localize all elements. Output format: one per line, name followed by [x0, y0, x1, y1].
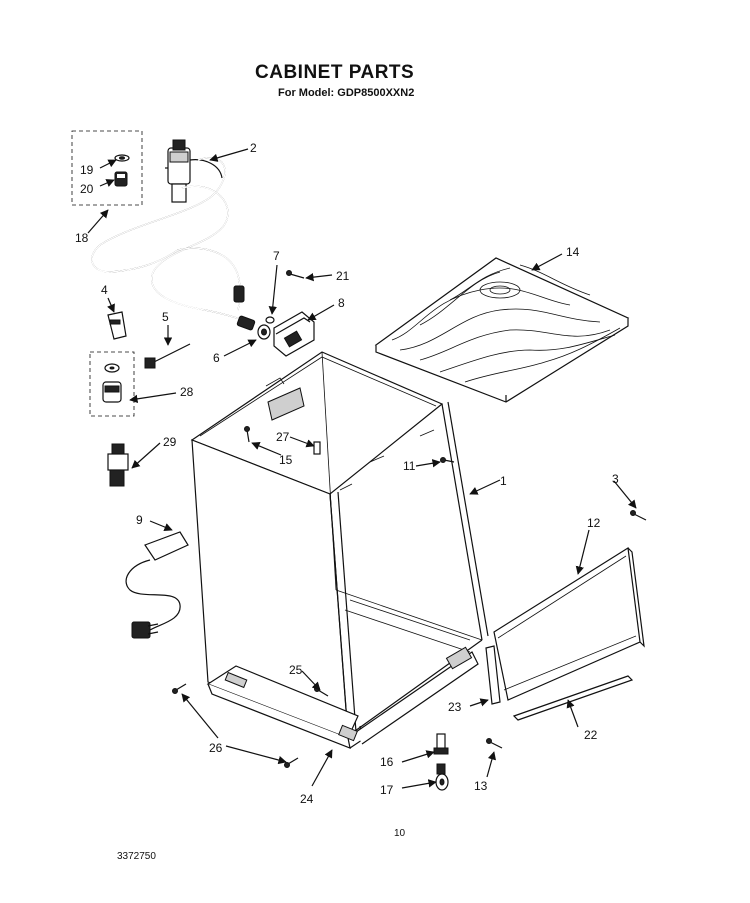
callout-13: 13 [474, 779, 488, 793]
side-strip [485, 645, 501, 705]
screw-21 [286, 270, 305, 279]
callout-20: 20 [80, 182, 94, 196]
callout-6: 6 [213, 351, 220, 365]
callout-1: 1 [500, 474, 507, 488]
callout-12: 12 [587, 516, 601, 530]
callout-28: 28 [180, 385, 194, 399]
inlet-hose [91, 157, 271, 340]
screw-26a [172, 683, 187, 694]
callout-18: 18 [75, 231, 89, 245]
inset-box-part-28 [89, 351, 135, 417]
callout-22: 22 [584, 728, 598, 742]
callout-14: 14 [566, 245, 580, 259]
screw-26b [284, 757, 299, 768]
fill-valve [165, 139, 223, 203]
callout-25: 25 [289, 663, 303, 677]
model-subtitle: For Model: GDP8500XXN2 [278, 87, 415, 99]
callout-8: 8 [338, 296, 345, 310]
callout-17: 17 [380, 783, 394, 797]
screw-3 [630, 510, 647, 521]
callout-9: 9 [136, 513, 143, 527]
cabinet-base [206, 646, 479, 749]
callout-2: 2 [250, 141, 257, 155]
callout-23: 23 [448, 700, 462, 714]
callout-3: 3 [612, 472, 619, 486]
callout-21: 21 [336, 269, 350, 283]
leveling-leg [433, 733, 449, 755]
callout-7: 7 [273, 249, 280, 263]
inset-box-fill-valve-parts [71, 130, 143, 206]
callout-26: 26 [209, 741, 223, 755]
callout-15: 15 [279, 453, 293, 467]
hose-bracket [273, 311, 315, 357]
page-number: 10 [394, 828, 406, 839]
bottom-strip [512, 675, 634, 721]
callout-labels: 1 2 3 4 5 6 7 8 9 11 12 13 14 15 16 17 1… [75, 141, 619, 806]
callout-16: 16 [380, 755, 394, 769]
screw-15 [244, 426, 250, 443]
caster-wheel [435, 763, 449, 791]
callout-4: 4 [101, 283, 108, 297]
callout-27: 27 [276, 430, 290, 444]
hose-clamp [265, 316, 275, 324]
kick-plate [493, 546, 645, 701]
callout-24: 24 [300, 792, 314, 806]
screw-13 [486, 738, 503, 749]
cable-tie-part-5 [144, 343, 191, 369]
leader-lines [87, 148, 637, 789]
callout-29: 29 [163, 435, 177, 449]
callout-5: 5 [162, 310, 169, 324]
page-title: CABINET PARTS [255, 62, 415, 83]
callout-19: 19 [80, 163, 94, 177]
fitting-part-29 [107, 443, 129, 487]
power-cord [125, 531, 189, 639]
document-id: 3372750 [117, 851, 156, 862]
clip-27 [313, 441, 321, 455]
clip-part-4 [107, 311, 127, 340]
cabinet-top [374, 257, 630, 403]
callout-11: 11 [403, 459, 416, 473]
